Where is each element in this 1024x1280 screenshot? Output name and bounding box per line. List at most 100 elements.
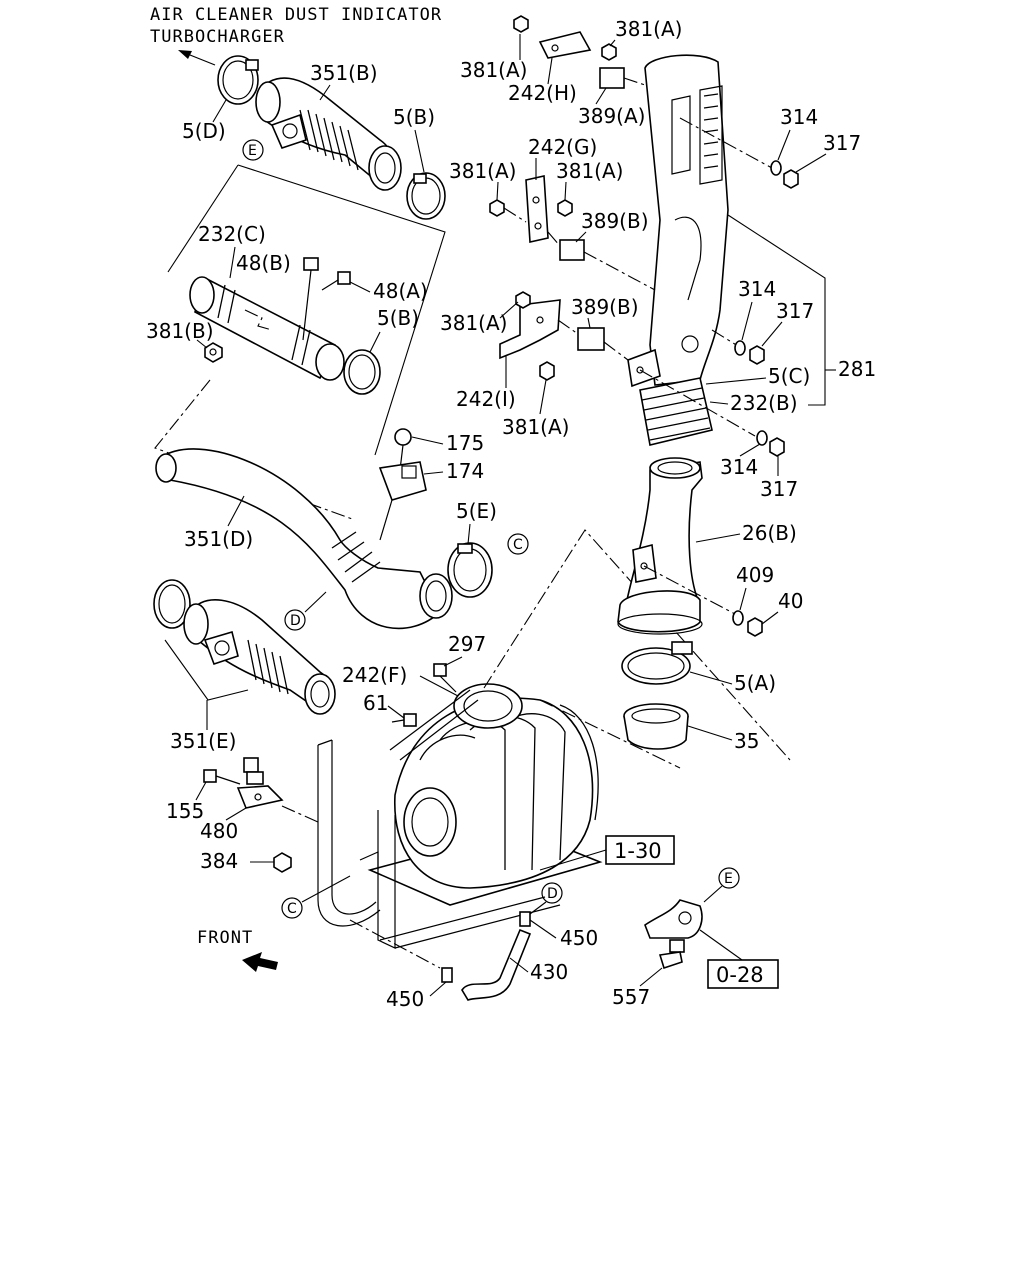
bolt-155 xyxy=(203,769,241,785)
hose-clamp-5a xyxy=(621,641,693,685)
label-317-low: 317 xyxy=(760,477,798,501)
hose-clamp-5b-mid xyxy=(343,349,381,395)
label-232c: 232(C) xyxy=(198,222,266,246)
svg-text:E: E xyxy=(248,143,257,159)
turbocharger-arrow-icon xyxy=(178,50,216,66)
hose-clamp-5b-top xyxy=(406,172,446,220)
label-242i: 242(I) xyxy=(456,387,516,411)
bracket-242i xyxy=(499,299,561,360)
air-duct-351d xyxy=(155,448,453,630)
label-242h: 242(H) xyxy=(508,81,577,105)
nut-381b xyxy=(204,342,223,363)
label-5b-top: 5(B) xyxy=(393,105,435,129)
nut-381a-mid-left xyxy=(489,199,505,217)
nut-381a-low-top xyxy=(515,291,531,309)
label-389b-low: 389(B) xyxy=(571,295,639,319)
bolt-48b xyxy=(302,257,319,341)
bolt-61 xyxy=(391,713,417,727)
ref-box-0-28: 0-28 xyxy=(707,959,779,989)
nut-40 xyxy=(747,617,763,637)
label-281: 281 xyxy=(838,357,876,381)
label-175: 175 xyxy=(446,431,484,455)
washer-314-mid xyxy=(734,340,746,356)
label-381a-top-left: 381(A) xyxy=(460,58,527,82)
label-48a: 48(A) xyxy=(373,279,428,303)
label-314-low: 314 xyxy=(720,455,758,479)
washer-314-top xyxy=(770,160,782,176)
label-242g: 242(G) xyxy=(528,135,597,159)
label-409: 409 xyxy=(736,563,774,587)
label-317-mid: 317 xyxy=(776,299,814,323)
svg-text:C: C xyxy=(513,537,523,553)
circle-ref-c-mid: C xyxy=(507,533,529,555)
circle-ref-e-low: E xyxy=(718,867,740,889)
air-duct-351e xyxy=(183,599,336,715)
label-314-mid: 314 xyxy=(738,277,776,301)
snorkel-281 xyxy=(627,54,729,446)
label-389a: 389(A) xyxy=(578,104,645,128)
washer-314-low xyxy=(756,430,768,446)
label-35: 35 xyxy=(734,729,759,753)
air-cleaner-assembly xyxy=(367,683,603,906)
nut-381a-top-left xyxy=(513,15,529,33)
bolt-297 xyxy=(433,663,457,693)
header-title-line2: TURBOCHARGER xyxy=(150,27,285,47)
svg-text:0-28: 0-28 xyxy=(716,963,764,987)
label-381a-mid-left: 381(A) xyxy=(449,159,516,183)
label-557: 557 xyxy=(612,985,650,1009)
sensor-174 xyxy=(378,461,427,541)
label-26b: 26(B) xyxy=(742,521,797,545)
label-381b: 381(B) xyxy=(146,319,214,343)
label-174: 174 xyxy=(446,459,484,483)
front-label: FRONT xyxy=(197,928,253,948)
label-480: 480 xyxy=(200,819,238,843)
label-155: 155 xyxy=(166,799,204,823)
label-5c: 5(C) xyxy=(768,364,810,388)
label-381a-low-top: 381(A) xyxy=(440,311,507,335)
label-5d: 5(D) xyxy=(182,119,226,143)
svg-text:1-30: 1-30 xyxy=(614,839,662,863)
label-5e: 5(E) xyxy=(456,499,497,523)
nut-384 xyxy=(273,852,292,873)
label-351d: 351(D) xyxy=(184,527,253,551)
label-297: 297 xyxy=(448,632,486,656)
mount-389a xyxy=(599,67,646,89)
svg-text:D: D xyxy=(547,886,558,902)
label-381a-low-bottom: 381(A) xyxy=(502,415,569,439)
label-389b-top: 389(B) xyxy=(581,209,649,233)
front-arrow-icon xyxy=(242,952,278,972)
adapter-duct-26b xyxy=(617,457,703,635)
nut-317-low xyxy=(769,437,785,457)
clip-450-upper xyxy=(519,911,531,927)
label-48b: 48(B) xyxy=(236,251,291,275)
label-317-top: 317 xyxy=(823,131,861,155)
label-450-upper: 450 xyxy=(560,926,598,950)
label-40: 40 xyxy=(778,589,803,613)
nut-381a-mid-right xyxy=(557,199,573,217)
hose-clamp-5e xyxy=(447,542,493,598)
nut-317-mid xyxy=(749,345,765,365)
sensor-pipe-232c xyxy=(189,276,345,381)
clip-450-lower xyxy=(441,967,453,983)
bracket-242g xyxy=(525,175,549,243)
circle-ref-d-mid: D xyxy=(284,609,306,631)
circle-ref-c-low: C xyxy=(281,897,303,919)
drain-hose-430 xyxy=(461,928,532,1001)
bracket-242h xyxy=(538,31,592,59)
label-381a-top-right: 381(A) xyxy=(615,17,682,41)
hose-clamp-5d xyxy=(217,55,259,105)
svg-text:E: E xyxy=(724,871,733,887)
label-430: 430 xyxy=(530,960,568,984)
label-5b-mid: 5(B) xyxy=(377,306,419,330)
nut-317-top xyxy=(783,169,799,189)
label-314-top: 314 xyxy=(780,105,818,129)
circle-ref-e-top: E xyxy=(242,139,264,161)
label-384: 384 xyxy=(200,849,238,873)
label-242f: 242(F) xyxy=(342,663,407,687)
circle-ref-d-low: D xyxy=(541,882,563,904)
label-232b: 232(B) xyxy=(730,391,798,415)
nut-381a-top-right xyxy=(601,43,617,61)
mount-389b-low xyxy=(577,327,629,361)
ref-box-1-30: 1-30 xyxy=(605,835,675,865)
